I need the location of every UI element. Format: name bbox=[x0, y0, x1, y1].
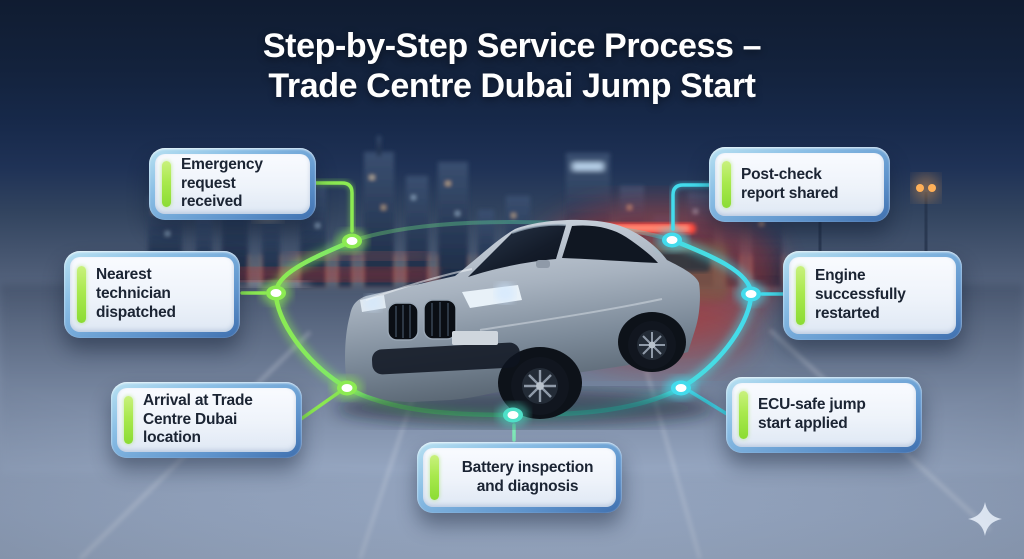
step-panel: ECU-safe jump start applied bbox=[732, 383, 916, 447]
step-panel: Emergency request received bbox=[155, 154, 310, 214]
step-accent-bar bbox=[77, 266, 86, 323]
page-title: Step-by-Step Service Process – Trade Cen… bbox=[0, 27, 1024, 107]
step-label: Engine successfully restarted bbox=[815, 267, 906, 322]
ring-node bbox=[336, 229, 368, 253]
step-box-battery-inspection: Battery inspection and diagnosis bbox=[417, 442, 622, 513]
connector-line bbox=[299, 391, 340, 421]
page-title-line1: Step-by-Step Service Process – bbox=[262, 27, 762, 65]
step-accent-bar bbox=[796, 266, 805, 325]
step-panel: Nearest technician dispatched bbox=[70, 257, 234, 332]
step-label: ECU-safe jump start applied bbox=[758, 396, 866, 432]
step-panel: Post-check report shared bbox=[715, 153, 884, 216]
ring-node bbox=[497, 403, 529, 427]
sparkle-icon bbox=[968, 502, 1002, 536]
step-accent-bar bbox=[430, 455, 439, 500]
step-label: Post-check report shared bbox=[741, 165, 839, 202]
ring-nodes bbox=[260, 228, 767, 427]
step-label: Battery inspection and diagnosis bbox=[461, 458, 594, 495]
connector-line bbox=[671, 183, 713, 231]
car-image bbox=[335, 219, 715, 426]
step-label: Emergency request received bbox=[181, 155, 263, 211]
step-accent-bar bbox=[124, 395, 133, 445]
ring-node bbox=[656, 228, 688, 252]
ring-node bbox=[665, 376, 697, 400]
connector-line bbox=[313, 181, 354, 233]
front-wheel bbox=[511, 357, 569, 415]
step-panel: Battery inspection and diagnosis bbox=[423, 448, 616, 507]
step-panel: Arrival at Trade Centre Dubai location bbox=[117, 388, 296, 452]
step-accent-bar bbox=[739, 390, 748, 440]
step-box-emergency-request: Emergency request received bbox=[149, 148, 316, 220]
step-box-engine-restarted: Engine successfully restarted bbox=[783, 251, 962, 340]
rear-wheel bbox=[628, 321, 676, 369]
step-box-technician-dispatched: Nearest technician dispatched bbox=[64, 251, 240, 338]
step-panel: Engine successfully restarted bbox=[789, 257, 956, 334]
step-accent-bar bbox=[162, 161, 171, 207]
step-box-post-check-report: Post-check report shared bbox=[709, 147, 890, 222]
step-box-arrival-location: Arrival at Trade Centre Dubai location bbox=[111, 382, 302, 458]
step-box-ecu-safe-jump-start: ECU-safe jump start applied bbox=[726, 377, 922, 453]
step-label: Arrival at Trade Centre Dubai location bbox=[143, 391, 253, 447]
connector-line bbox=[689, 390, 729, 416]
step-label: Nearest technician dispatched bbox=[96, 266, 176, 321]
page-title-line2: Trade Centre Dubai Jump Start bbox=[268, 66, 756, 105]
car-grille bbox=[387, 299, 457, 341]
step-accent-bar bbox=[722, 160, 731, 209]
ring-node bbox=[260, 281, 292, 305]
ring-node bbox=[331, 376, 363, 400]
ring-node bbox=[735, 282, 767, 306]
